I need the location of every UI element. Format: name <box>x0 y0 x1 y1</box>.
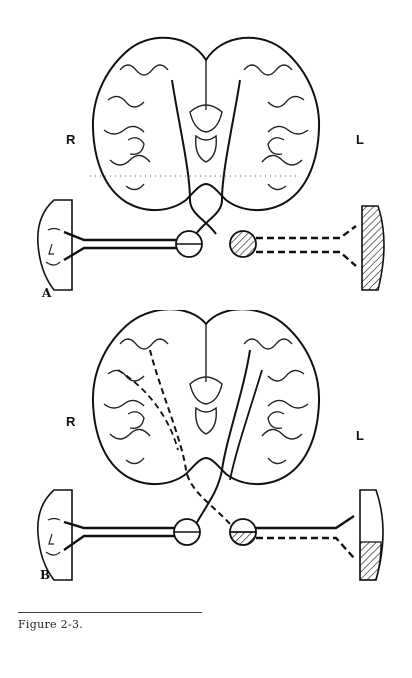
nerve-right-solid <box>63 520 174 551</box>
brain-gyri <box>103 338 309 465</box>
nerve-left-upper-solid <box>256 515 355 530</box>
tract-right-lateral-dashed <box>117 369 179 451</box>
brain-gyri <box>103 64 309 191</box>
temporal-fissures <box>127 411 285 429</box>
figure-caption: Figure 2-3. <box>18 618 84 631</box>
side-label-right: R <box>66 132 76 147</box>
face-left-hatched <box>361 205 385 291</box>
side-label-left: L <box>356 428 364 443</box>
face-right <box>37 199 73 291</box>
nerve-right-solid <box>63 230 176 262</box>
panel-b: R L B <box>0 310 412 600</box>
panel-a-drawing <box>37 36 385 291</box>
ventricles <box>189 104 223 163</box>
tract-right-hemisphere-dashed <box>149 349 231 525</box>
tract-left-hemisphere <box>195 349 251 525</box>
face-right-features <box>45 227 61 266</box>
face-left-lower-hatched <box>359 541 382 581</box>
side-label-right: R <box>66 414 76 429</box>
face-right <box>37 489 73 581</box>
nucleus-left-half-hatched <box>229 531 257 546</box>
tract-right-hemisphere <box>171 79 217 235</box>
brain-outline <box>91 36 321 212</box>
nerve-left-lower-dashed <box>256 536 355 559</box>
brain-outline <box>91 310 321 486</box>
ventricles <box>189 376 223 435</box>
panel-label-b: B <box>40 568 51 582</box>
panel-a: R L A <box>0 0 412 300</box>
caption-rule <box>18 612 202 613</box>
temporal-fissures <box>127 137 285 155</box>
side-label-left: L <box>356 132 364 147</box>
nucleus-left-hatched <box>229 230 257 258</box>
face-right-features <box>45 517 61 556</box>
panel-b-drawing <box>37 310 384 581</box>
nerve-left-dashed <box>256 225 357 267</box>
tract-left-hemisphere <box>195 79 241 235</box>
panel-label-a: A <box>42 286 52 300</box>
tract-left-lateral <box>229 369 263 481</box>
